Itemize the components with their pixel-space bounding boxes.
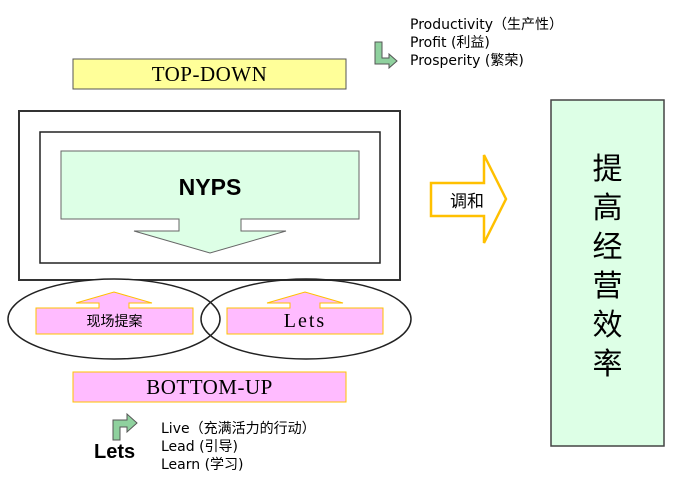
lets-oval-label: Lets [283, 309, 327, 332]
meaning-learn: Learn (学习) [161, 457, 244, 473]
green-turn-arrow-icon [112, 412, 138, 441]
outcome-productivity: Productivity（生产性） [410, 17, 563, 33]
outcome-profit: Profit (利益) [410, 35, 490, 51]
green-bend-arrow-icon [374, 41, 398, 70]
goal-text: 提 高 经 营 效 率 [551, 150, 664, 384]
bottom-up-box [72, 371, 347, 403]
goal-char: 高 [592, 191, 623, 226]
meaning-live: Live（充满活力的行动） [161, 421, 316, 437]
nyps-down-arrow [60, 150, 360, 254]
outcome-prosperity: Prosperity (繁荣) [410, 53, 524, 69]
goal-box [550, 99, 665, 447]
onsite-proposal-label: 现场提案 [86, 314, 143, 330]
goal-char: 提 [592, 152, 623, 187]
top-down-box [72, 58, 347, 90]
bottom-up-label: BOTTOM-UP [146, 374, 273, 399]
goal-char: 营 [592, 269, 623, 304]
right-up-arrow [226, 291, 384, 335]
lets-logo: Lets [94, 441, 136, 463]
harmonize-arrow [429, 154, 508, 244]
goal-char: 经 [592, 230, 623, 265]
goal-char: 效 [592, 308, 623, 343]
harmonize-label: 调和 [450, 191, 484, 212]
right-oval [200, 278, 412, 360]
top-down-label: TOP-DOWN [151, 61, 268, 86]
lets-meanings-list: Live（充满活力的行动） Lead (引导) Learn (学习) [161, 420, 316, 474]
nyps-label: NYPS [178, 173, 242, 200]
meaning-lead: Lead (引导) [161, 439, 239, 455]
top-outcomes-list: Productivity（生产性） Profit (利益) Prosperity… [410, 16, 563, 70]
goal-char: 率 [592, 347, 623, 382]
left-up-arrow [35, 291, 194, 335]
